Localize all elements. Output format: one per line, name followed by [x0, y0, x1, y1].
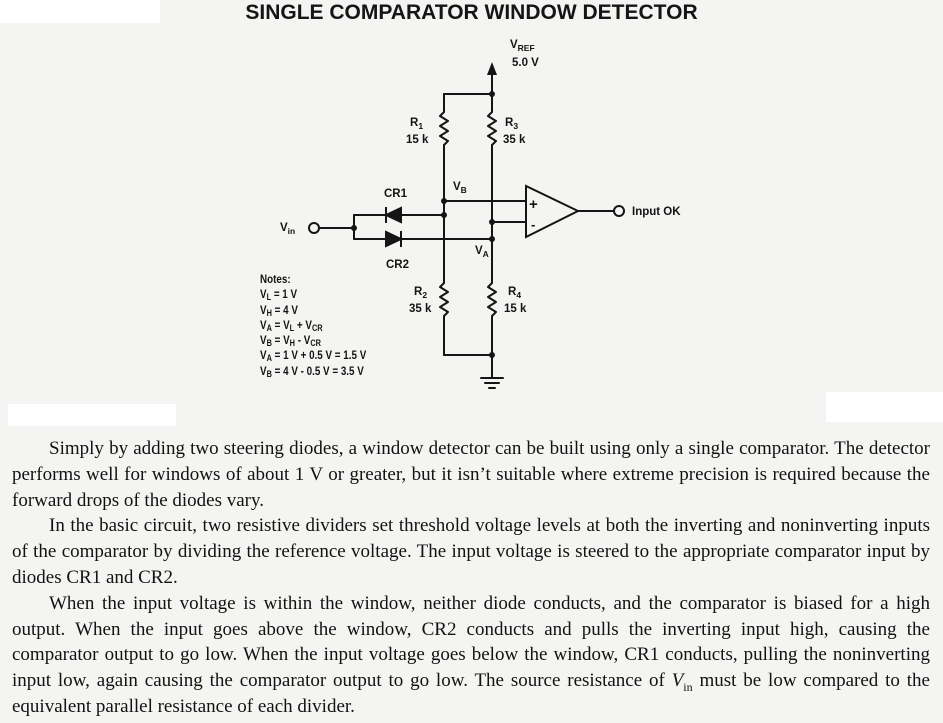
r1-label: R1	[410, 117, 423, 131]
scan-margin-right	[826, 392, 943, 422]
note-line: VL = 1 V	[260, 287, 298, 303]
page-title: SINGLE COMPARATOR WINDOW DETECTOR	[245, 1, 698, 24]
minus-sign: -	[531, 217, 535, 232]
cr2-diode	[385, 230, 404, 248]
vin-terminal	[308, 222, 320, 234]
r1-value: 15 k	[406, 134, 429, 146]
r2-value: 35 k	[409, 303, 432, 315]
vref-arrow-icon	[487, 62, 497, 75]
notes-heading: Notes:	[260, 272, 291, 286]
comparator	[525, 184, 581, 239]
plus-sign: +	[529, 196, 538, 213]
note-line: VB = VH - VCR	[260, 333, 321, 349]
scan-margin-left	[8, 404, 176, 426]
cr1-label: CR1	[384, 188, 408, 200]
notes-block: Notes: VL = 1 V VH = 4 V VA = VL + VCR V…	[260, 272, 366, 379]
r2-resistor	[439, 282, 449, 317]
circuit-diagram: VREF 5.0 V R1 15 k R3 35 k VB CR1 CR2 VA…	[280, 39, 681, 389]
r3-resistor	[487, 111, 497, 146]
vref-value: 5.0 V	[512, 57, 539, 69]
junction-dots	[351, 91, 495, 358]
r3-label: R3	[505, 117, 518, 131]
r4-resistor	[487, 282, 497, 317]
body-text: Simply by adding two steering diodes, a …	[12, 436, 930, 720]
note-line: VA = 1 V + 0.5 V = 1.5 V	[260, 348, 367, 364]
note-line: VB = 4 V - 0.5 V = 3.5 V	[260, 363, 364, 379]
r1-resistor	[439, 111, 449, 146]
va-label: VA	[475, 245, 489, 259]
r4-label: R4	[508, 286, 521, 300]
output-terminal	[613, 205, 625, 217]
r3-value: 35 k	[503, 134, 526, 146]
vb-label: VB	[453, 181, 467, 195]
r2-label: R2	[414, 286, 427, 300]
paragraph-2: In the basic circuit, two resistive divi…	[12, 515, 930, 588]
vref-label: VREF	[510, 39, 535, 53]
output-label: Input OK	[632, 206, 681, 218]
cr1-diode	[383, 206, 402, 224]
paragraph-1: Simply by adding two steering diodes, a …	[12, 438, 930, 511]
r4-value: 15 k	[504, 303, 527, 315]
vin-label: Vin	[280, 222, 295, 236]
cr2-label: CR2	[386, 259, 409, 271]
note-line: VH = 4 V	[260, 302, 298, 318]
scan-margin-top-left	[0, 0, 160, 23]
note-line: VA = VL + VCR	[260, 317, 323, 333]
paragraph-3: When the input voltage is within the win…	[12, 592, 930, 717]
